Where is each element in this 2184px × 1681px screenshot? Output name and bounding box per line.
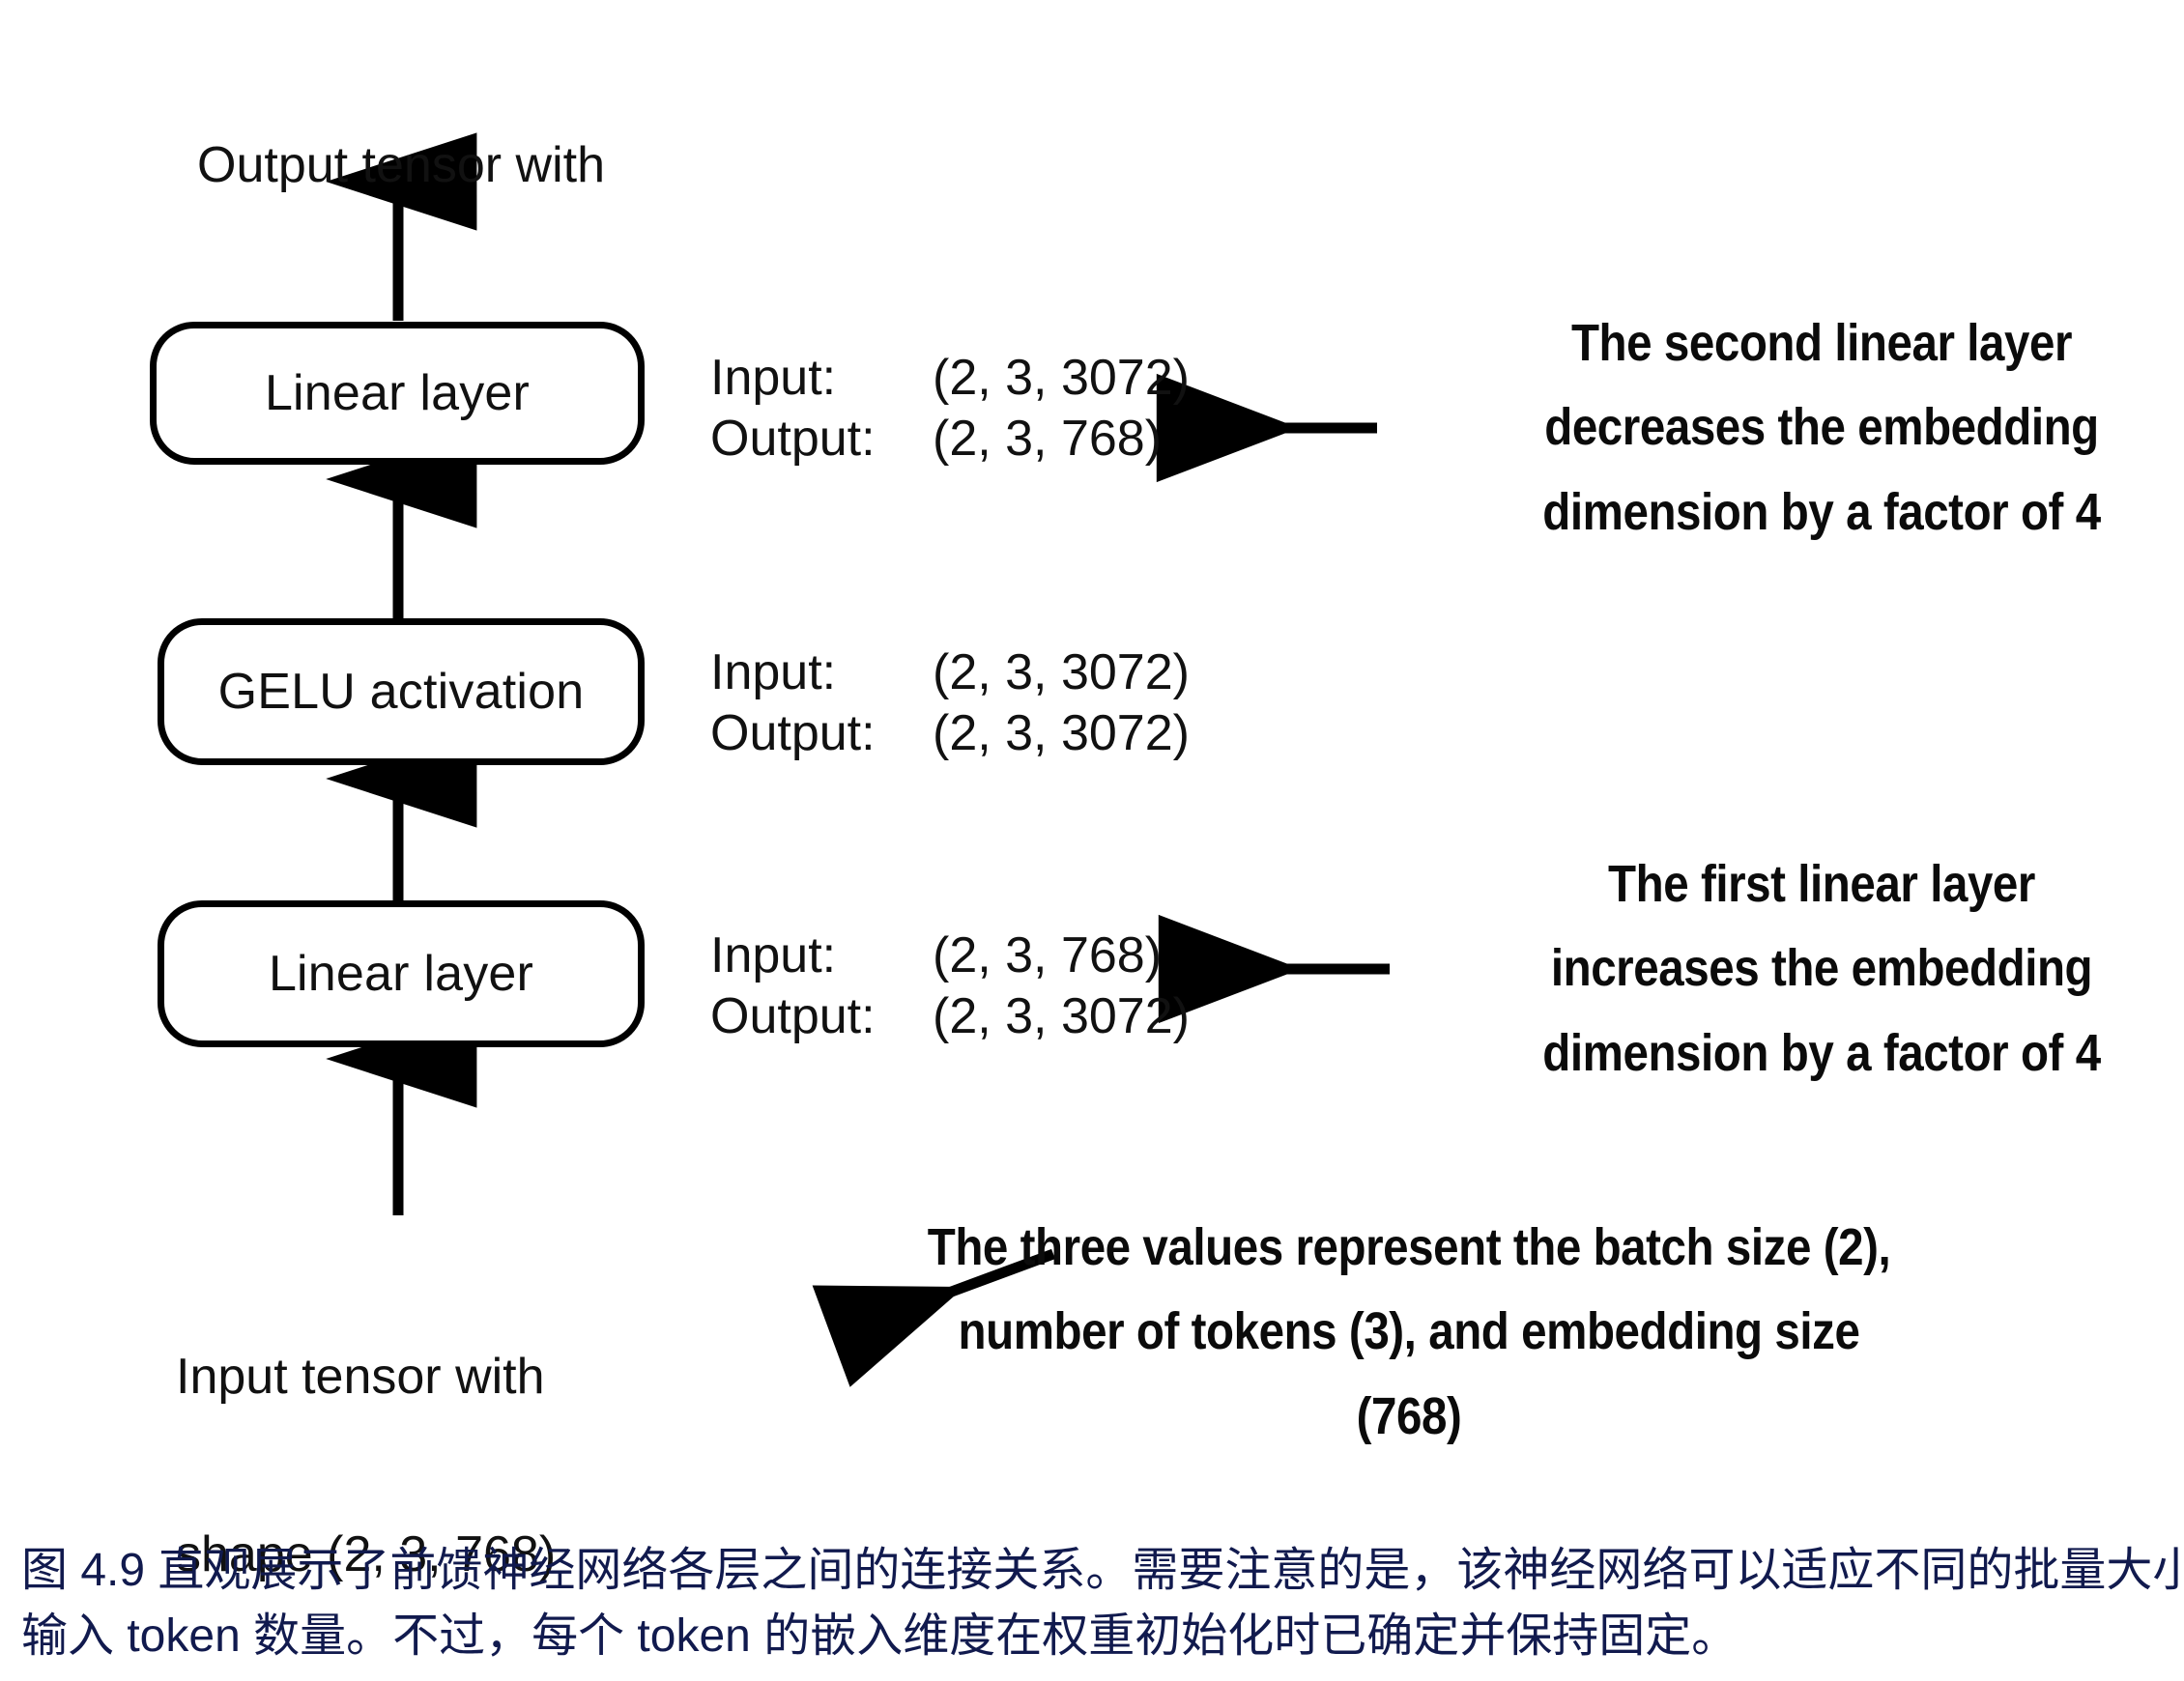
io-output-value: (2, 3, 3072)	[933, 705, 1190, 762]
annotation-line-3: dimension by a factor of 4	[1542, 482, 2101, 541]
node-linear-layer-1[interactable]: Linear layer	[158, 900, 645, 1047]
io-block-gelu-activation: Input: (2, 3, 3072) Output: (2, 3, 3072)	[710, 642, 1190, 765]
io-output-key: Output:	[710, 411, 876, 468]
node-gelu-activation[interactable]: GELU activation	[158, 618, 645, 765]
node-linear-layer-2[interactable]: Linear layer	[150, 322, 645, 465]
annotation-line-1: The second linear layer	[1570, 314, 2073, 372]
io-row-input: Input: (2, 3, 768)	[710, 926, 1190, 986]
annotation-second-linear-layer: The second linear layer decreases the em…	[1528, 301, 2114, 555]
io-output-key: Output:	[710, 988, 876, 1045]
io-input-key: Input:	[710, 644, 837, 700]
io-output-value: (2, 3, 768)	[933, 411, 1163, 468]
input-tensor-label-line2: shape (2, 3, 768)	[176, 1525, 557, 1582]
io-row-output: Output: (2, 3, 3072)	[710, 986, 1190, 1047]
node-linear-layer-1-label: Linear layer	[268, 946, 534, 1002]
io-input-value: (2, 3, 768)	[933, 927, 1163, 983]
annotation-line-3: (768)	[1356, 1386, 1462, 1445]
annotation-line-2: number of tokens (3), and embedding size	[958, 1302, 1860, 1361]
io-row-output: Output: (2, 3, 3072)	[710, 703, 1190, 764]
io-input-key: Input:	[710, 350, 837, 406]
input-tensor-label: Input tensor with shape (2, 3, 768)	[176, 1229, 775, 1644]
annotation-first-linear-layer: The first linear layer increases the emb…	[1528, 842, 2114, 1096]
io-row-output: Output: (2, 3, 768)	[710, 409, 1190, 470]
annotation-line-3: dimension by a factor of 4	[1542, 1023, 2101, 1082]
node-gelu-activation-label: GELU activation	[217, 664, 585, 720]
figure-caption-line2: 输入 token 数量。不过，每个 token 的嵌入维度在权重初始化时已确定并…	[21, 1610, 1739, 1663]
io-output-key: Output:	[710, 705, 876, 762]
annotation-line-2: increases the embedding	[1550, 939, 2093, 998]
annotation-line-1: The first linear layer	[1608, 855, 2035, 913]
io-input-key: Input:	[710, 927, 837, 983]
node-linear-layer-2-label: Linear layer	[264, 365, 531, 421]
figure-caption-line1: 图 4.9 直观展示了前馈神经网络各层之间的连接关系。需要注意的是，该神经网络可…	[21, 1545, 2184, 1596]
annotation-three-values: The three values represent the batch siz…	[881, 1206, 1936, 1459]
io-row-input: Input: (2, 3, 3072)	[710, 348, 1190, 409]
io-input-value: (2, 3, 3072)	[933, 350, 1190, 406]
io-block-linear-layer-2: Input: (2, 3, 3072) Output: (2, 3, 768)	[710, 348, 1190, 470]
io-input-value: (2, 3, 3072)	[933, 644, 1190, 700]
annotation-line-2: decreases the embedding	[1544, 398, 2099, 457]
io-block-linear-layer-1: Input: (2, 3, 768) Output: (2, 3, 3072)	[710, 926, 1190, 1048]
io-output-value: (2, 3, 3072)	[933, 988, 1190, 1045]
input-tensor-label-line1: Input tensor with	[176, 1348, 545, 1405]
output-tensor-label-line1: Output tensor with	[197, 136, 605, 193]
io-row-input: Input: (2, 3, 3072)	[710, 642, 1190, 703]
annotation-line-1: The three values represent the batch siz…	[927, 1218, 1891, 1276]
figure-caption: 图 4.9 直观展示了前馈神经网络各层之间的连接关系。需要注意的是，该神经网络可…	[21, 1538, 2184, 1669]
callout-arrow-three-values	[812, 1248, 1055, 1387]
